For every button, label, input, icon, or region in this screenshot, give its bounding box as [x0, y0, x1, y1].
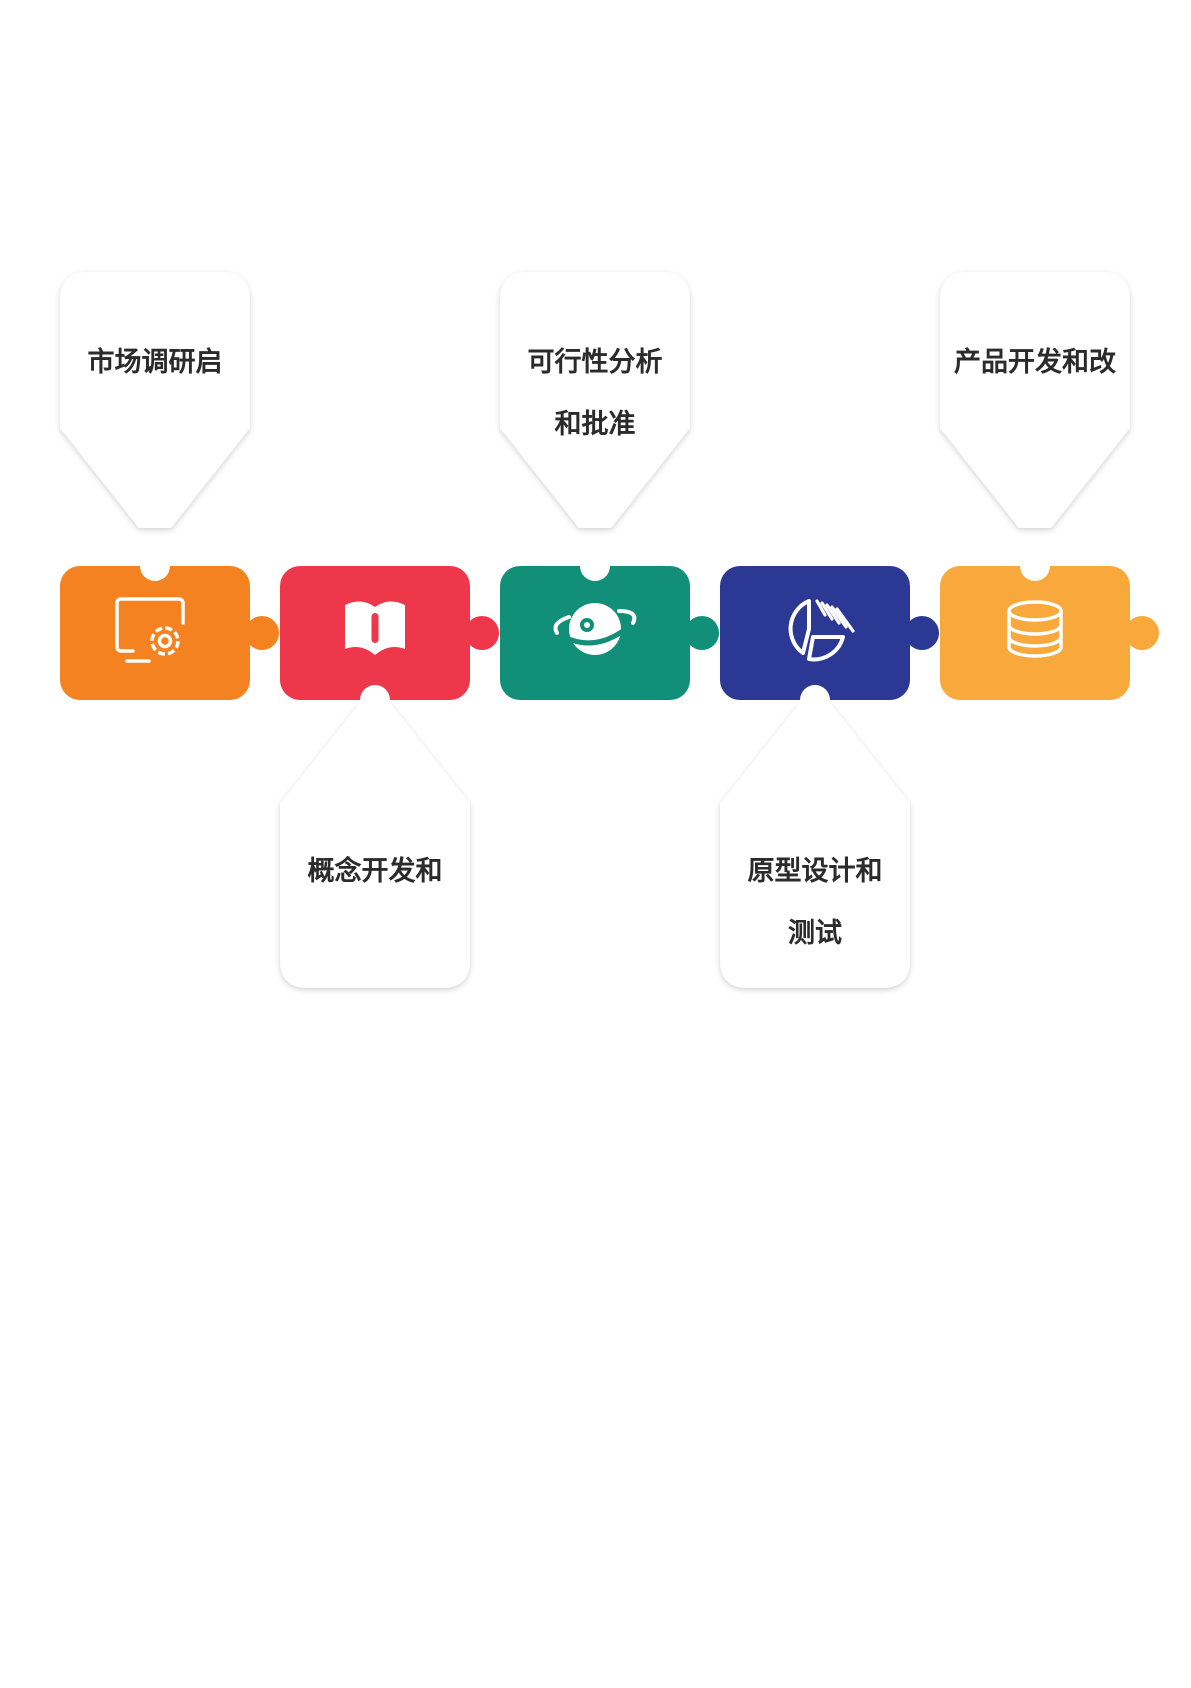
- step-callout-bubble: [60, 272, 250, 528]
- step-callout-bubble: [940, 272, 1130, 528]
- step-label: 市场调研启: [60, 332, 250, 394]
- step-label-line: 原型设计和: [747, 856, 883, 887]
- step-label: 概念开发和: [280, 841, 470, 903]
- step-block: [280, 566, 499, 700]
- step-label-line: 市场调研启: [87, 347, 223, 378]
- database-icon: [1007, 600, 1063, 658]
- step-label-line: 产品开发和改: [954, 347, 1116, 378]
- step-block: [940, 566, 1159, 700]
- book-icon: [345, 601, 405, 655]
- step-label-line: 概念开发和: [307, 856, 443, 887]
- planet-icon: [553, 603, 637, 655]
- connector-dot: [140, 551, 170, 581]
- connector-dot: [360, 685, 390, 715]
- step-callout-bubble: [280, 704, 470, 988]
- step-label-line: 可行性分析: [527, 347, 663, 378]
- step-label: 原型设计和测试: [720, 841, 910, 965]
- step-label: 产品开发和改: [940, 332, 1130, 394]
- step-callout-bubble: [720, 704, 910, 988]
- monitor-gear-icon: [115, 597, 185, 663]
- connector-dot: [1020, 551, 1050, 581]
- step-callout-bubble: [500, 272, 690, 528]
- step-label: 可行性分析和批准: [500, 332, 690, 456]
- connector-dot: [800, 685, 830, 715]
- step-block: [720, 566, 939, 700]
- connector-dot: [580, 551, 610, 581]
- pie-chart-icon: [788, 599, 855, 662]
- step-block: [60, 566, 279, 700]
- step-label-line: 和批准: [554, 409, 636, 440]
- step-block: [500, 566, 719, 700]
- step-label-line: 测试: [788, 918, 842, 949]
